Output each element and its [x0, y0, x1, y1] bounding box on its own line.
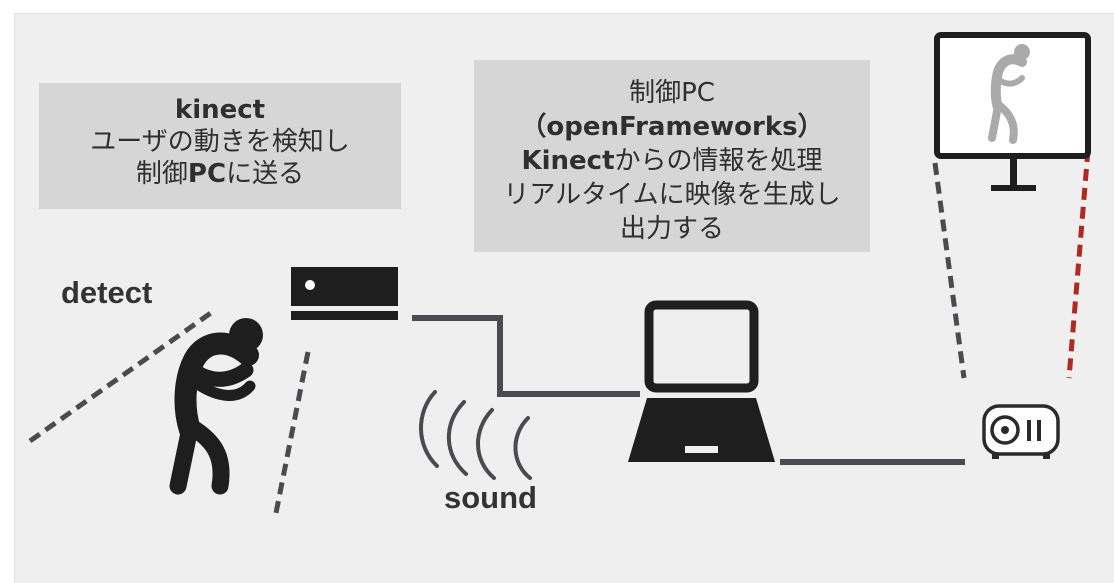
kinect-to-laptop-cable	[412, 315, 640, 397]
pc-line-5: 出力する	[619, 214, 724, 244]
kinect-sensor-icon	[291, 267, 398, 320]
kinect-description-box: kinect ユーザの動きを検知し 制御PCに送る	[39, 83, 401, 209]
laptop-icon	[628, 300, 775, 462]
projected-person-icon	[988, 44, 1030, 144]
kinect-line-1: ユーザの動きを検知し	[90, 127, 350, 157]
monitor-icon	[934, 32, 1091, 191]
projection-line-right	[1066, 149, 1091, 379]
pc-line-1: 制御PC	[629, 78, 715, 108]
control-pc-description-box: 制御PC （openFrameworks） Kinectからの情報を処理 リアル…	[474, 60, 870, 252]
kinect-title: kinect	[174, 95, 266, 125]
sound-waves-icon	[419, 390, 532, 480]
pc-line-2: （openFrameworks）	[520, 112, 824, 142]
person-stretching-icon	[169, 318, 263, 495]
detect-range-line-right	[272, 351, 311, 519]
sound-label: sound	[444, 480, 537, 515]
pc-line-4: リアルタイムに映像を生成し	[503, 180, 841, 210]
pc-line-3: Kinectからの情報を処理	[521, 146, 823, 176]
projection-line-left	[932, 162, 967, 379]
detect-label: detect	[61, 275, 153, 310]
projector-icon	[982, 404, 1060, 459]
kinect-line-2: 制御PCに送る	[135, 159, 305, 189]
